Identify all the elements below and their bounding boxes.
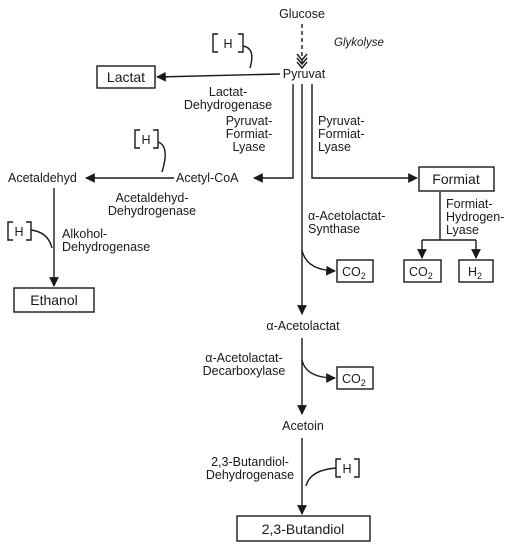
reducing-equivalent-h-lactat: H (212, 33, 253, 69)
ldh-line-2: Dehydrogenase (184, 98, 272, 112)
pfl-left-line-2: Formiat- (226, 127, 273, 141)
h2-node: H2 (458, 259, 494, 283)
adh-line-1: Alkohol- (62, 227, 107, 241)
h-label: H (342, 462, 351, 476)
arrow-pyruvat-formiat (311, 84, 418, 183)
co2-node-synthase: CO2 (336, 259, 374, 283)
acetolactat-label: α-Acetolactat (266, 319, 340, 333)
h-label: H (141, 133, 150, 147)
reducing-equivalent-h-butandiol: H (305, 458, 360, 487)
reducing-equivalent-h-ethanol: H (7, 221, 53, 249)
ald-line-2: Decarboxylase (203, 364, 286, 378)
co2-node-decarboxylase: CO2 (336, 366, 374, 390)
arrow-co2-decarboxylase (301, 359, 336, 383)
ldh-line-1: Lactat- (209, 85, 247, 99)
fhl-line-1: Formiat- (446, 197, 493, 211)
ethanol-node: Ethanol (13, 287, 95, 313)
pfl-left-line-1: Pyruvat- (226, 114, 273, 128)
bdh-line-2: Dehydrogenase (206, 468, 294, 482)
glucose-label: Glucose (279, 7, 325, 21)
reducing-equivalent-h-acetaldehyd: H (134, 129, 166, 173)
h2-label: H2 (468, 265, 482, 281)
pfl-right-line-1: Pyruvat- (318, 114, 365, 128)
acetaldehyd-label: Acetaldehyd (8, 171, 77, 185)
pfl-left-line-3: Lyase (233, 140, 266, 154)
als-line-1: α-Acetolactat- (308, 209, 385, 223)
h-label: H (14, 225, 23, 239)
adh-line-2: Dehydrogenase (62, 240, 150, 254)
arrow-glucose-pyruvat (296, 24, 308, 70)
acetoin-label: Acetoin (282, 419, 324, 433)
arrow-pyruvat-acetyl-coa (253, 84, 294, 183)
glykolyse-label: Glykolyse (334, 37, 384, 49)
arrow-pyruvat-lactat (156, 71, 281, 82)
formiat-node: Formiat (418, 166, 495, 192)
pfl-right-line-2: Formiat- (318, 127, 365, 141)
h-label: H (223, 37, 232, 51)
ethanol-label: Ethanol (30, 292, 77, 308)
co2-label: CO2 (342, 372, 366, 388)
acetaldehyd-dh-line-1: Acetaldehyd- (116, 191, 189, 205)
acetyl-coa-label: Acetyl-CoA (176, 171, 239, 185)
arrow-formiat-split (417, 192, 481, 259)
fhl-line-2: Hydrogen- (446, 210, 504, 224)
co2-node-fhl: CO2 (403, 259, 442, 283)
pyruvat-label: Pyruvat (283, 67, 326, 81)
butandiol-node: 2,3-Butandiol (236, 515, 371, 542)
formiat-label: Formiat (432, 171, 480, 187)
lactat-node: Lactat (96, 65, 156, 89)
bdh-line-1: 2,3-Butandiol- (211, 455, 289, 469)
co2-label: CO2 (342, 265, 366, 281)
pfl-right-line-3: Lyase (318, 140, 351, 154)
fhl-line-3: Lyase (446, 223, 479, 237)
ald-line-1: α-Acetolactat- (205, 351, 282, 365)
co2-label: CO2 (409, 265, 433, 281)
als-line-2: Synthase (308, 222, 360, 236)
acetaldehyd-dh-line-2: Dehydrogenase (108, 204, 196, 218)
arrow-co2-synthase (301, 249, 336, 276)
butandiol-label: 2,3-Butandiol (262, 521, 345, 537)
lactat-label: Lactat (107, 69, 145, 85)
